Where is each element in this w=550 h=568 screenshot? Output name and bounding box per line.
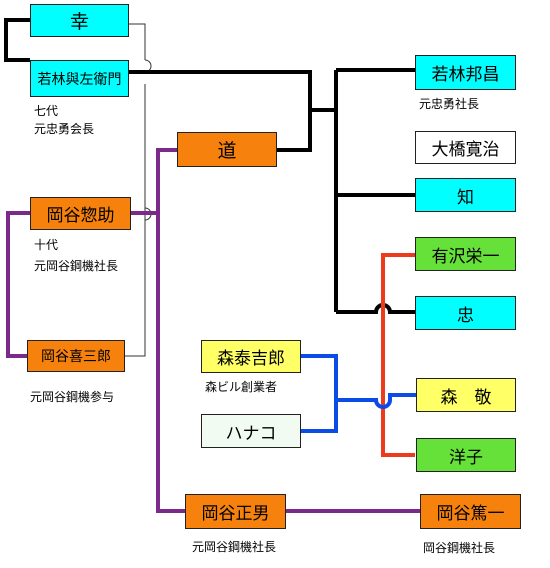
person-yoko: 洋子 [416,438,516,472]
note-yozaemon-generation: 七代 [34,104,59,118]
link-yozaemon-kisaburo-thin [125,84,146,357]
link-sachi-thin [129,23,146,60]
line-to-kei [336,393,416,409]
note-kisaburo-title: 元岡谷鋼機参与 [30,390,115,404]
person-mori-taikichiro: 森泰吉郎 [201,340,301,373]
line-yozaemon-family [129,70,312,110]
line-sosuke-kisaburo [6,211,30,358]
line-arisawa-yoko [381,253,415,457]
person-okaya-masao: 岡谷正男 [185,494,286,529]
line-to-masao [156,213,185,513]
line-michi-family [277,110,312,152]
note-sosuke-generation: 十代 [34,238,59,252]
person-okaya-tokuichi: 岡谷篤一 [420,494,521,529]
person-arisawa-eiichi: 有沢栄一 [415,237,516,271]
note-masao-title: 元岡谷鋼機社長 [192,540,277,554]
note-tokuichi-title: 岡谷鋼機社長 [423,541,496,555]
note-kuniaki-title: 元忠勇社長 [419,97,480,111]
person-ohashi-hiroji: 大橋寛治 [415,131,516,164]
person-wakabayashi-yozaemon: 若林與左衛門 [30,60,129,97]
line-sosuke-michi [131,148,177,215]
person-mori-kei: 森 敬 [416,378,516,412]
line-sachi-yozaemon [4,18,30,62]
person-sachi: 幸 [30,4,129,37]
note-yozaemon-title: 元忠勇会長 [34,122,95,136]
line-to-tadashi [336,303,415,314]
person-tomo: 知 [415,178,516,212]
person-michi: 道 [177,132,277,167]
person-hanako: ハナコ [201,414,301,448]
note-sosuke-title: 元岡谷鋼機社長 [34,259,119,273]
line-taikichiro [301,354,338,395]
person-okaya-sosuke: 岡谷惣助 [30,197,131,230]
person-tadashi: 忠 [415,296,516,330]
line-hanako [301,395,338,433]
person-okaya-kisaburo: 岡谷喜三郎 [27,340,125,372]
person-wakabayashi-kuniaki: 若林邦昌 [415,55,516,90]
note-taikichiro-title: 森ビル創業者 [205,380,278,394]
